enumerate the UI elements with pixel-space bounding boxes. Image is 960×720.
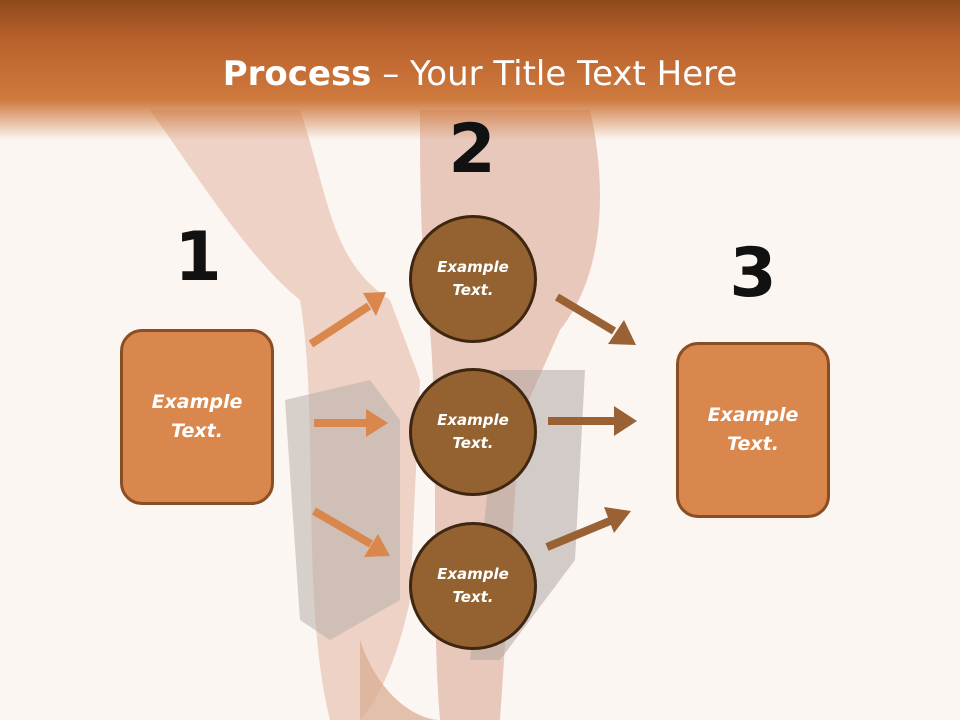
title-banner xyxy=(0,0,960,140)
arrow-right-up xyxy=(545,507,631,551)
arrow-left-up xyxy=(308,292,386,348)
arrow-right-middle xyxy=(548,406,637,436)
right-process-box: Example Text. xyxy=(676,342,830,518)
step-number-1: 1 xyxy=(174,218,222,297)
right-box-text: Example Text. xyxy=(707,404,799,455)
step-number-3: 3 xyxy=(729,234,777,313)
arrow-left-down xyxy=(311,507,390,557)
left-box-text: Example Text. xyxy=(151,391,243,442)
circle-bottom-text: Example Text. xyxy=(437,565,509,606)
title-rest: – Your Title Text Here xyxy=(371,54,738,94)
page-title: Process – Your Title Text Here xyxy=(0,52,960,96)
circle-middle-text: Example Text. xyxy=(437,411,509,452)
circle-bottom: Example Text. xyxy=(409,522,537,650)
arrow-right-down xyxy=(554,293,636,345)
title-bold: Process xyxy=(222,54,372,94)
circle-middle: Example Text. xyxy=(409,368,537,496)
circle-top: Example Text. xyxy=(409,215,537,343)
step-number-2: 2 xyxy=(448,110,496,189)
left-process-box: Example Text. xyxy=(120,329,274,505)
arrow-left-middle xyxy=(314,409,388,437)
circle-top-text: Example Text. xyxy=(437,258,509,299)
